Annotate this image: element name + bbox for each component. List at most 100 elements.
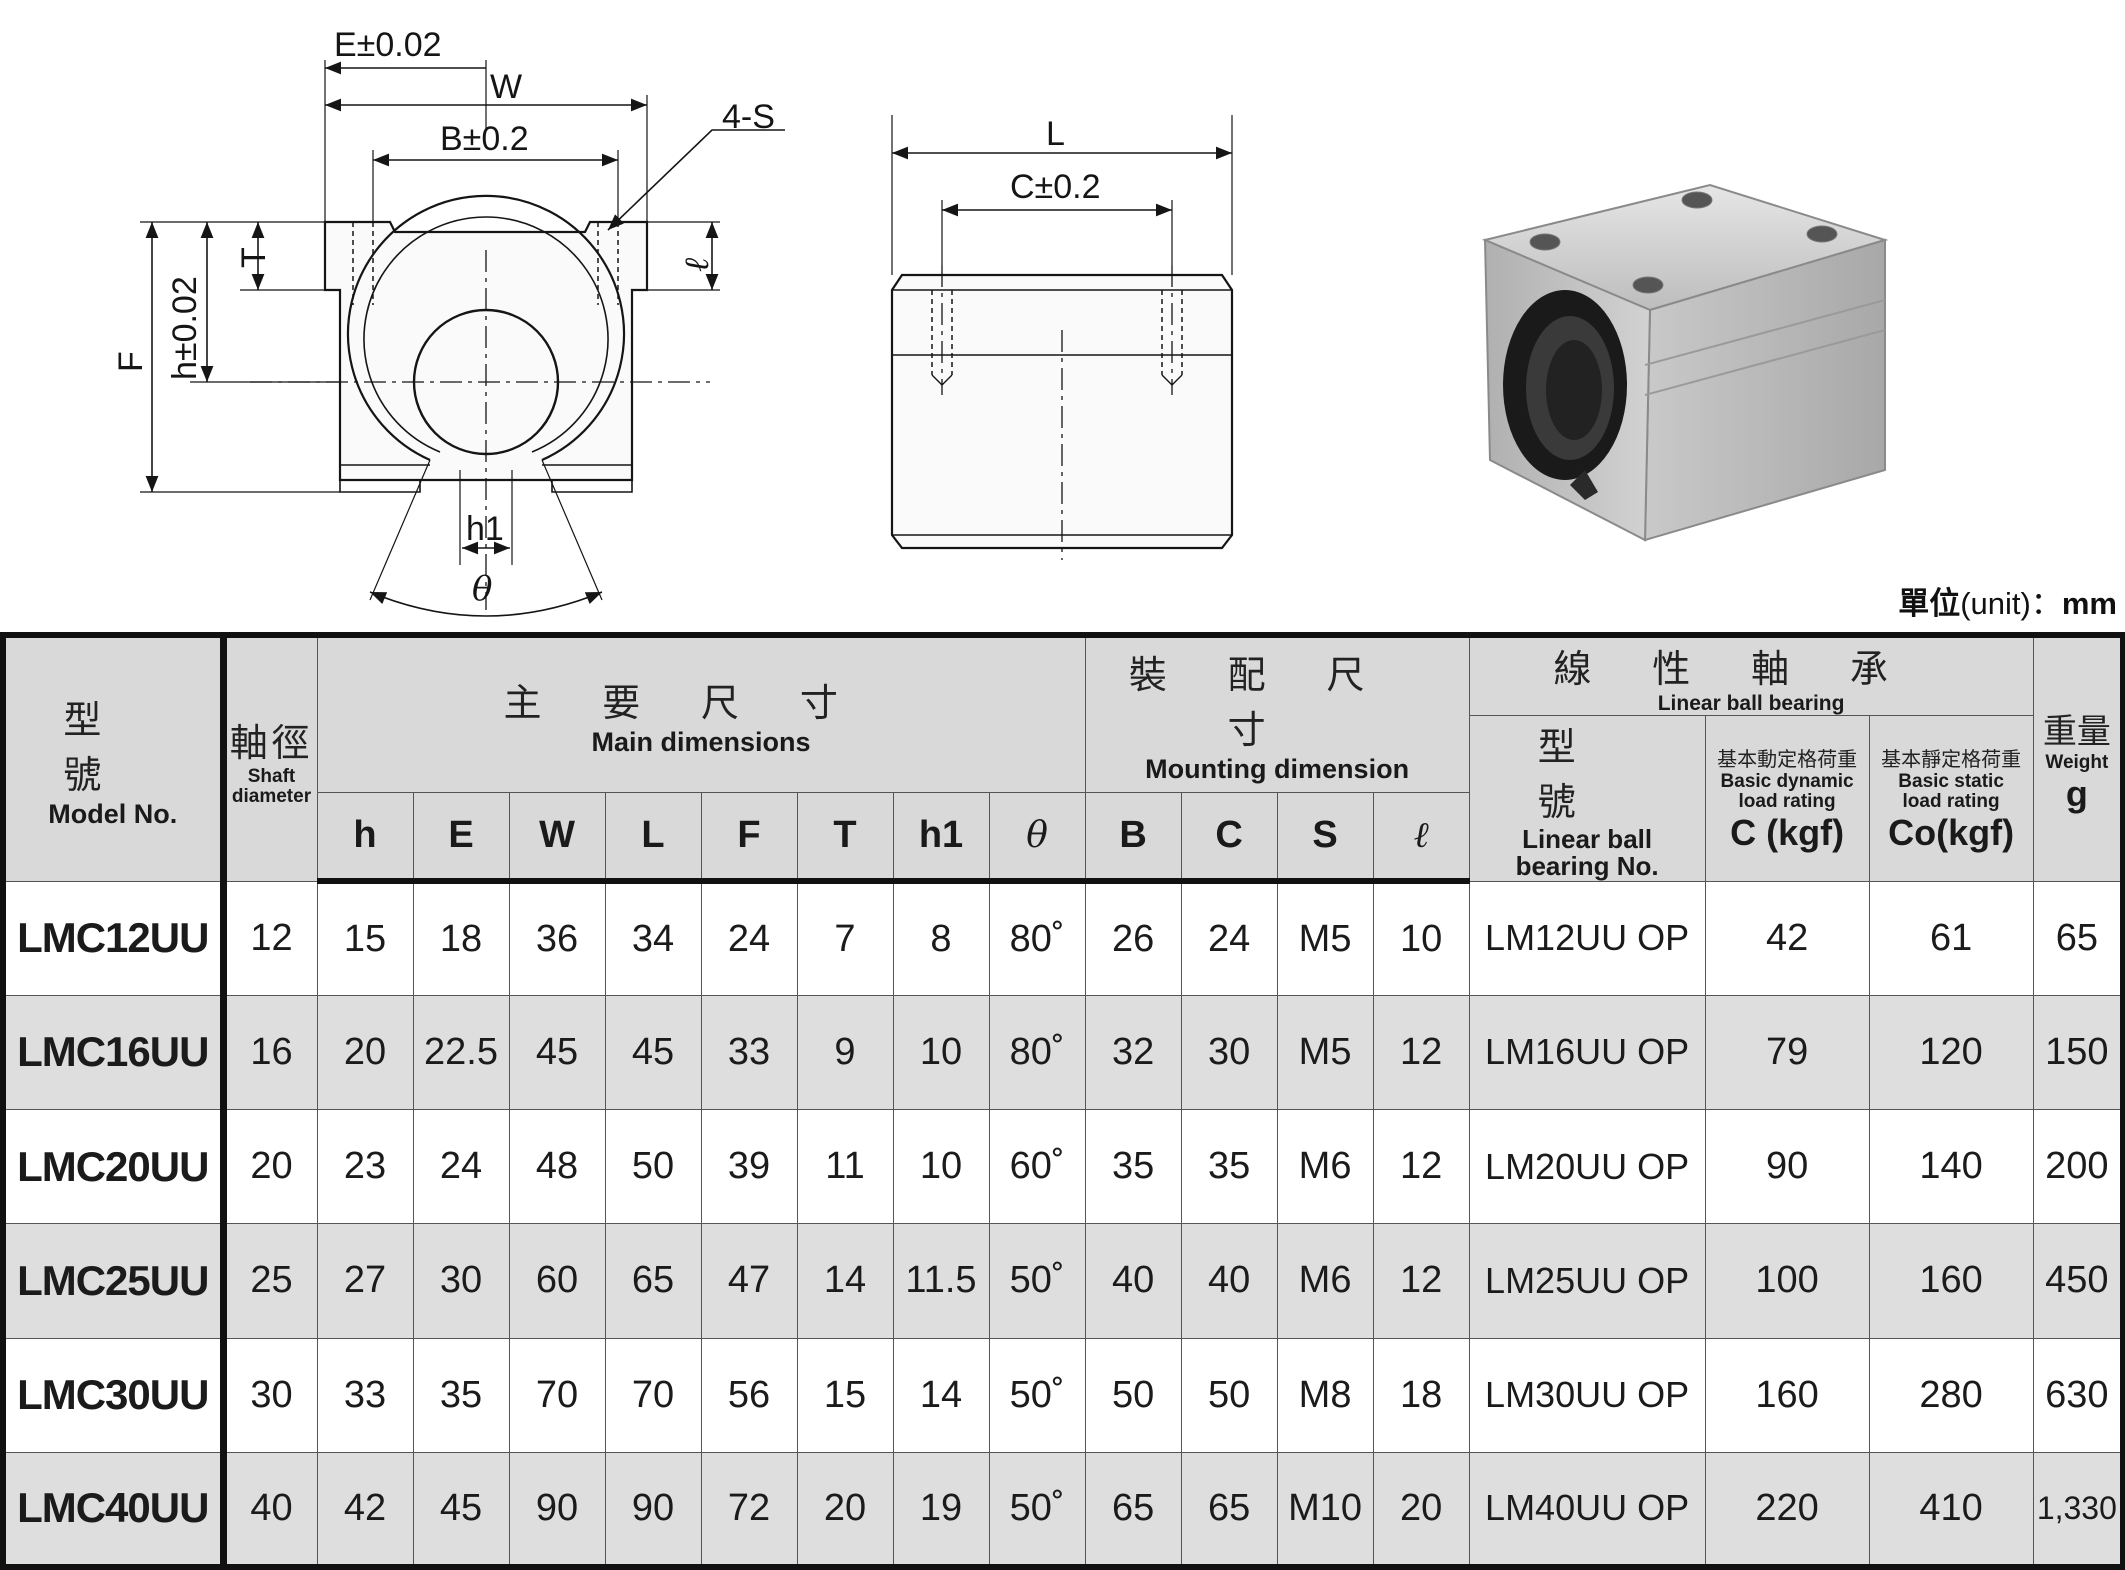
header-col-l-small: ℓ <box>1372 791 1470 885</box>
cell-f: 24 <box>700 880 798 996</box>
cell-t: 9 <box>796 994 894 1111</box>
cell-theta: 80˚ <box>988 994 1086 1111</box>
cell-h1: 8 <box>892 880 990 996</box>
cell-weight: 65 <box>2032 880 2124 996</box>
cell-b: 40 <box>1084 1223 1182 1339</box>
header-col-w: W <box>508 791 606 885</box>
cell-l: 65 <box>604 1223 702 1339</box>
cell-bearing: LM12UU OP <box>1468 880 1706 996</box>
unit-prefix: 單位 <box>1898 586 1961 621</box>
cell-stat: 120 <box>1868 994 2034 1111</box>
cell-s: M10 <box>1276 1451 1374 1568</box>
cell-f: 47 <box>700 1223 798 1339</box>
dim-s-label: 4-S <box>722 98 775 136</box>
cell-l: 20 <box>1372 1451 1470 1568</box>
dim-l-label: L <box>1046 115 1065 153</box>
header-bearing-no: 型 號 Linear ball bearing No. <box>1468 715 1706 882</box>
cell-dyn: 42 <box>1704 880 1870 996</box>
header-col-h: h <box>316 791 414 885</box>
header-col-c: C <box>1180 791 1278 885</box>
dim-h1-label: h1 <box>466 510 504 548</box>
cell-t: 20 <box>796 1451 894 1568</box>
dim-l-small-label: ℓ <box>677 258 717 272</box>
header-col-s: S <box>1276 791 1374 885</box>
front-view-drawing <box>140 60 785 617</box>
unit-value: mm <box>2061 586 2117 621</box>
cell-theta: 60˚ <box>988 1109 1086 1225</box>
cell-h: 42 <box>316 1451 414 1568</box>
cell-h: 20 <box>316 994 414 1111</box>
cell-dyn: 79 <box>1704 994 1870 1111</box>
cell-b: 32 <box>1084 994 1182 1111</box>
cell-c: 35 <box>1180 1109 1278 1225</box>
dim-t-label: T <box>235 247 273 268</box>
cell-dyn: 220 <box>1704 1451 1870 1568</box>
header-model: 型 號 Model No. <box>2 634 227 882</box>
cell-w: 48 <box>508 1109 606 1225</box>
cell-w: 60 <box>508 1223 606 1339</box>
cell-b: 50 <box>1084 1337 1182 1453</box>
cell-l: 10 <box>1372 880 1470 996</box>
cell-stat: 160 <box>1868 1223 2034 1339</box>
cell-shaft: 12 <box>222 880 318 996</box>
dim-c-label: C±0.2 <box>1010 168 1100 206</box>
dim-h-label: h±0.02 <box>166 276 204 380</box>
cell-w: 45 <box>508 994 606 1111</box>
dim-b-label: B±0.2 <box>440 120 529 158</box>
cell-c: 40 <box>1180 1223 1278 1339</box>
cell-h1: 10 <box>892 994 990 1111</box>
header-col-l: L <box>604 791 702 885</box>
header-linear-ball-bearing: 線性軸承 Linear ball bearing <box>1468 634 2034 717</box>
cell-b: 26 <box>1084 880 1182 996</box>
unit-note: 單位(unit)：mm <box>1898 578 2117 623</box>
cell-h: 27 <box>316 1223 414 1339</box>
cell-c: 50 <box>1180 1337 1278 1453</box>
cell-shaft: 20 <box>222 1109 318 1225</box>
header-col-t: T <box>796 791 894 885</box>
cell-stat: 410 <box>1868 1451 2034 1568</box>
cell-f: 56 <box>700 1337 798 1453</box>
cell-l: 45 <box>604 994 702 1111</box>
cell-s: M8 <box>1276 1337 1374 1453</box>
cell-w: 36 <box>508 880 606 996</box>
cell-dyn: 100 <box>1704 1223 1870 1339</box>
header-col-h1: h1 <box>892 791 990 885</box>
header-weight: 重量 Weight g <box>2032 634 2124 882</box>
cell-l: 12 <box>1372 1223 1470 1339</box>
cell-shaft: 25 <box>222 1223 318 1339</box>
cell-l: 12 <box>1372 1109 1470 1225</box>
cell-t: 15 <box>796 1337 894 1453</box>
unit-text: (unit)： <box>1960 586 2062 621</box>
cell-dyn: 160 <box>1704 1337 1870 1453</box>
cell-theta: 50˚ <box>988 1337 1086 1453</box>
dim-f-label: F <box>112 351 150 372</box>
cell-stat: 140 <box>1868 1109 2034 1225</box>
cell-b: 65 <box>1084 1451 1182 1568</box>
cell-h: 15 <box>316 880 414 996</box>
header-col-e: E <box>412 791 510 885</box>
cell-e: 35 <box>412 1337 510 1453</box>
header-mounting-dimension: 裝配尺寸 Mounting dimension <box>1084 634 1470 793</box>
cell-h: 23 <box>316 1109 414 1225</box>
cell-l: 70 <box>604 1337 702 1453</box>
header-dynamic-load: 基本動定格荷重 Basic dynamic load rating C (kgf… <box>1704 715 1870 882</box>
cell-theta: 50˚ <box>988 1451 1086 1568</box>
cell-e: 18 <box>412 880 510 996</box>
side-view-drawing <box>890 115 1234 560</box>
cell-shaft: 16 <box>222 994 318 1111</box>
header-col-theta: θ <box>988 791 1086 885</box>
cell-model: LMC40UU <box>2 1451 227 1568</box>
cell-weight: 630 <box>2032 1337 2124 1453</box>
dim-theta-label: θ <box>472 569 492 609</box>
cell-theta: 50˚ <box>988 1223 1086 1339</box>
cell-f: 39 <box>700 1109 798 1225</box>
cell-t: 14 <box>796 1223 894 1339</box>
cell-h1: 19 <box>892 1451 990 1568</box>
cell-model: LMC30UU <box>2 1337 227 1453</box>
cell-bearing: LM30UU OP <box>1468 1337 1706 1453</box>
header-col-b: B <box>1084 791 1182 885</box>
